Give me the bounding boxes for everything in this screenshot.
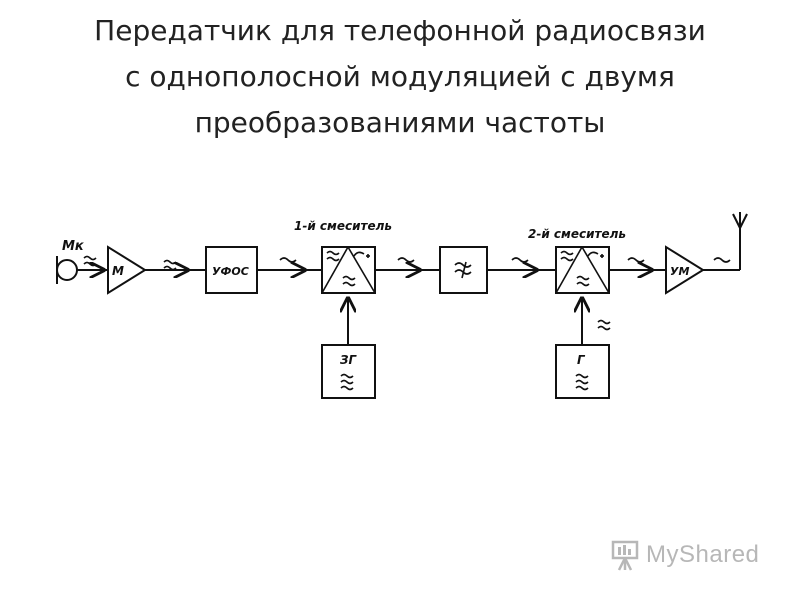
wave-symbols: [83, 255, 731, 331]
slide-title: Передатчик для телефонной радиосвязи с о…: [0, 8, 800, 146]
microphone-icon: [56, 256, 78, 284]
generator2-wave-icon: [575, 373, 589, 391]
amplifier-m-block: [107, 245, 147, 295]
watermark: MyShared: [610, 538, 780, 578]
filter-label: УФОС: [212, 265, 249, 278]
mixer1-caption: 1-й смеситель: [294, 219, 392, 233]
title-line-1: Передатчик для телефонной радиосвязи: [94, 14, 706, 47]
presentation-icon: [611, 540, 639, 571]
watermark-text: MyShared: [646, 541, 760, 568]
power-amplifier-block: [665, 245, 705, 295]
mixer1-block: [321, 246, 376, 294]
antenna-icon: [732, 212, 748, 229]
title-line-3: преобразованиями частоты: [194, 106, 606, 139]
filter-block: [205, 246, 258, 294]
mixer2-caption: 2-й смеситель: [528, 227, 626, 241]
generator2-label: Г: [577, 353, 586, 367]
generator1-wave-icon: [340, 373, 354, 391]
microphone-label: Мк: [62, 239, 85, 254]
amplifier-m-label: М: [112, 264, 124, 278]
power-amplifier-label: УМ: [670, 265, 689, 278]
title-line-2: с однополосной модуляцией с двумя: [125, 60, 675, 93]
filter-wave-icon: [454, 261, 472, 279]
generator1-label: ЗГ: [340, 353, 358, 367]
mixer2-block: [555, 246, 610, 294]
